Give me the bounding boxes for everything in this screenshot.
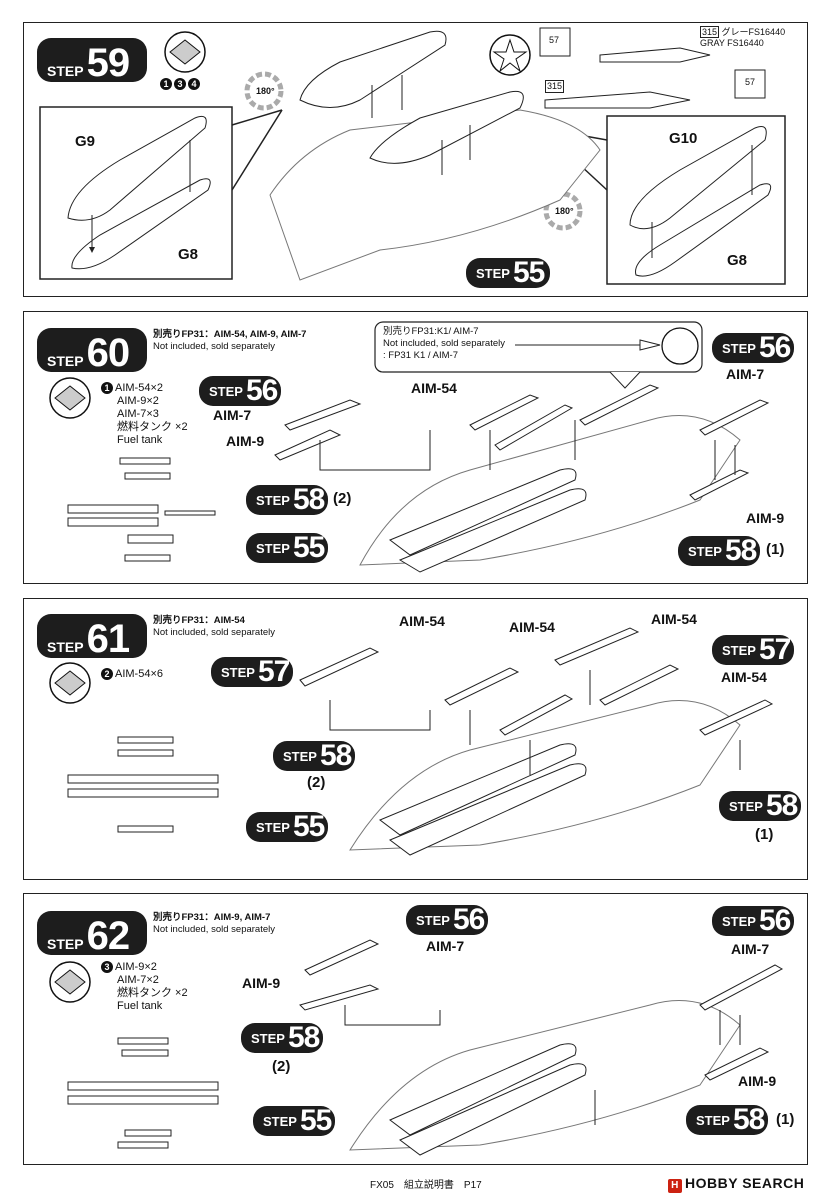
step60-callout: 別売りFP31:K1/ AIM-7 Not included, sold sep… [383, 326, 505, 361]
step61-label-aim54-a: AIM-54 [399, 613, 445, 629]
step62-note: 別売りFP31：AIM-9, AIM-7 Not included, sold … [153, 912, 275, 935]
step60-paren-1: (1) [766, 541, 785, 558]
step62-paren-1: (1) [776, 1111, 795, 1128]
step60-label-aim9-left: AIM-9 [226, 433, 265, 449]
step62-paren-2: (2) [272, 1058, 291, 1075]
part-g8-left: G8 [178, 246, 199, 263]
variant-arrows-icon [49, 662, 91, 704]
rotate-label: 180° [256, 86, 275, 96]
variant-arrows-icon [49, 377, 91, 419]
step62-label-aim7-left: AIM-7 [426, 938, 465, 954]
step61-paren-1: (1) [755, 826, 774, 843]
part-g8-right: G8 [727, 252, 748, 269]
step62-label-aim7-right: AIM-7 [731, 941, 770, 957]
rotate-icon-2 [543, 191, 583, 231]
page-footer: FX05 組立説明書 P17 [370, 1180, 482, 1191]
step60-label-aim54: AIM-54 [411, 380, 457, 396]
step62-label-aim9-left: AIM-9 [242, 975, 281, 991]
step60-note: 別売りFP31：AIM-54, AIM-9, AIM-7 Not include… [153, 329, 307, 352]
decal-315: 315 [545, 80, 565, 93]
paint-star-icon [489, 34, 531, 76]
step60-label-aim7-left: AIM-7 [213, 407, 252, 423]
step61-note: 別売りFP31：AIM-54 Not included, sold separa… [153, 615, 275, 638]
color-ref: 315 グレーFS16440 GRAY FS16440 [700, 26, 786, 48]
step62-label-aim9-right: AIM-9 [738, 1073, 777, 1089]
variant-arrows-icon [164, 31, 206, 73]
step61-label-aim54-d: AIM-54 [721, 669, 767, 685]
canopy-icon [661, 327, 699, 365]
step61-paren-2: (2) [307, 774, 326, 791]
step61-label-aim54-b: AIM-54 [509, 619, 555, 635]
rotate-icon [244, 71, 284, 111]
decal-57-a: 57 [549, 35, 560, 45]
part-g10: G10 [669, 130, 698, 147]
logo-h-icon: H [668, 1179, 682, 1193]
part-g9: G9 [75, 133, 96, 150]
rotate-label-2: 180° [555, 206, 574, 216]
decal-57-b: 57 [745, 77, 756, 87]
variant-arrows-icon [49, 961, 91, 1003]
step60-label-aim7-right: AIM-7 [726, 366, 765, 382]
step60-label-aim9-right: AIM-9 [746, 510, 785, 526]
step60-paren-2: (2) [333, 490, 352, 507]
step61-label-aim54-c: AIM-54 [651, 611, 697, 627]
